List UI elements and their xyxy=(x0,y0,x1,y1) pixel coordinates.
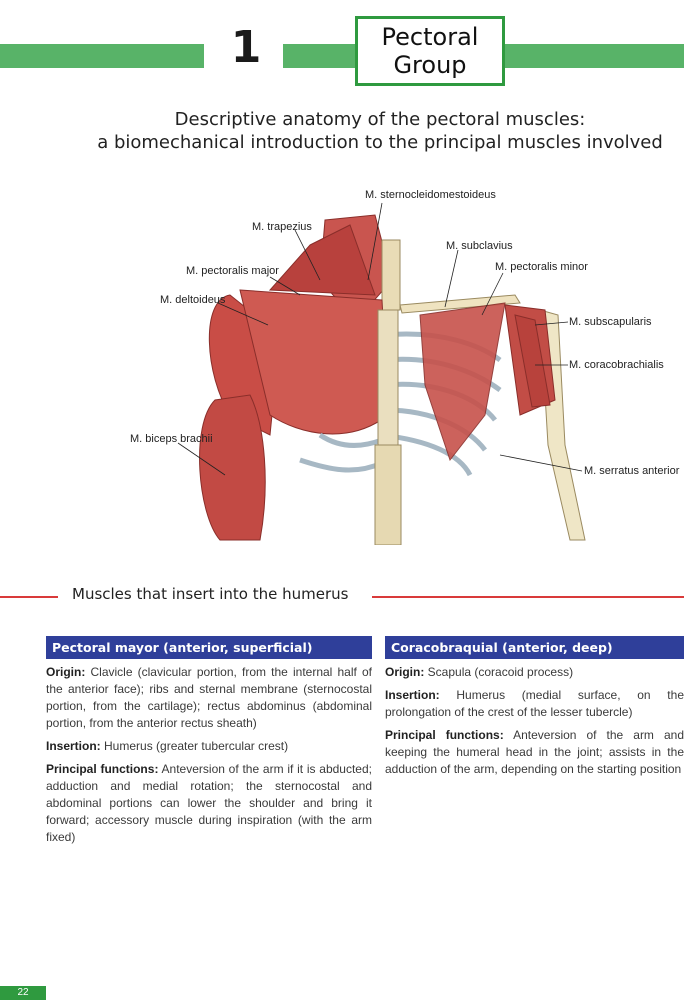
label-trapezius: M. trapezius xyxy=(252,221,312,233)
section-rule-left xyxy=(0,596,58,598)
page-heading: Descriptive anatomy of the pectoral musc… xyxy=(80,108,680,154)
label-subclavius: M. subclavius xyxy=(446,240,513,252)
insertion-text: Humerus (greater tubercular crest) xyxy=(104,739,289,753)
coracobrachialis-shape xyxy=(514,314,551,408)
muscle-card-header: Coracobraquial (anterior, deep) xyxy=(385,636,684,659)
pectoralis-minor-shape xyxy=(419,302,506,462)
chapter-title-line1: Pectoral xyxy=(381,23,479,51)
sternum xyxy=(377,309,399,446)
label-subscapularis: M. subscapularis xyxy=(569,316,652,328)
insertion-label: Insertion: xyxy=(385,688,440,702)
label-sternocleidomastoideus: M. sternocleidomestoideus xyxy=(365,189,496,201)
anatomy-drawing xyxy=(177,202,586,545)
origin-label: Origin: xyxy=(385,665,425,679)
label-pectoralis-major: M. pectoralis major xyxy=(186,265,279,277)
origin-label: Origin: xyxy=(46,665,86,679)
section-title: Muscles that insert into the humerus xyxy=(72,585,349,603)
functions-label: Principal functions: xyxy=(46,762,159,776)
page-heading-line2: a biomechanical introduction to the prin… xyxy=(97,132,663,153)
lumbar-spine xyxy=(374,444,402,545)
section-rule-right xyxy=(372,596,684,598)
page-heading-line1: Descriptive anatomy of the pectoral musc… xyxy=(174,109,586,130)
functions-text: Anteversion of the arm and keeping the h… xyxy=(385,728,684,776)
page-number-tab: 22 xyxy=(0,986,46,1000)
label-serratus-anterior: M. serratus anterior xyxy=(584,465,680,477)
origin-text: Scapula (coracoid process) xyxy=(427,665,574,679)
functions-paragraph: Principal functions: Anteversion of the … xyxy=(46,761,372,846)
label-leader-lines xyxy=(177,202,583,476)
label-biceps-brachii: M. biceps brachii xyxy=(130,433,213,445)
label-coracobrachialis: M. coracobrachialis xyxy=(569,359,664,371)
functions-label: Principal functions: xyxy=(385,728,504,742)
label-deltoideus: M. deltoideus xyxy=(160,294,226,306)
origin-text: Clavicle (clavicular portion, from the i… xyxy=(46,665,372,730)
anatomy-illustration: M. sternocleidomestoideus M. trapezius M… xyxy=(120,185,679,545)
chapter-title-box: Pectoral Group xyxy=(355,16,505,86)
functions-text: Anteversion of the arm if it is abducted… xyxy=(46,762,372,844)
cervical-spine xyxy=(381,239,401,311)
chapter-title-line2: Group xyxy=(393,51,467,79)
insertion-paragraph: Insertion: Humerus (medial surface, on t… xyxy=(385,687,684,721)
label-pectoralis-minor: M. pectoralis minor xyxy=(495,261,588,273)
trapezius-shape xyxy=(268,224,376,296)
biceps-shape xyxy=(199,394,266,541)
origin-paragraph: Origin: Scapula (coracoid process) xyxy=(385,664,684,681)
insertion-text: Humerus (medial surface, on the prolonga… xyxy=(385,688,684,719)
muscle-card-coracobrachial: Coracobraquial (anterior, deep) Origin: … xyxy=(385,636,684,784)
origin-paragraph: Origin: Clavicle (clavicular portion, fr… xyxy=(46,664,372,732)
insertion-paragraph: Insertion: Humerus (greater tubercular c… xyxy=(46,738,372,755)
muscle-card-pectoral-major: Pectoral mayor (anterior, superficial) O… xyxy=(46,636,372,852)
header-bar-right xyxy=(505,44,684,68)
functions-paragraph: Principal functions: Anteversion of the … xyxy=(385,727,684,778)
muscle-card-header: Pectoral mayor (anterior, superficial) xyxy=(46,636,372,659)
header-bar-middle xyxy=(283,44,355,68)
chapter-number: 1 xyxy=(230,22,262,73)
header-bar-left xyxy=(0,44,204,68)
insertion-label: Insertion: xyxy=(46,739,101,753)
